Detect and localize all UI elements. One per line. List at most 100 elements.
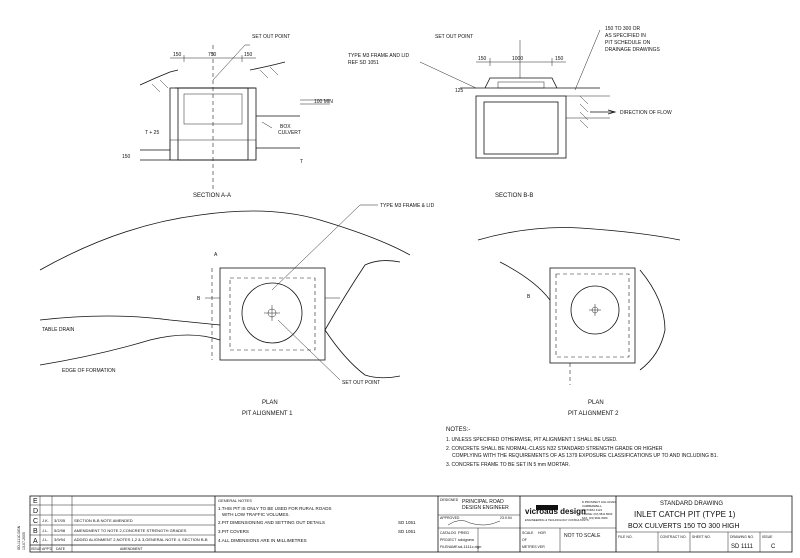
aa-dim-right: 150 bbox=[244, 52, 253, 58]
drawing-title-1: INLET CATCH PIT (TYPE 1) bbox=[634, 510, 736, 519]
approved-date: 23.9.94 bbox=[500, 516, 512, 520]
drawing-no-label: DRAWING NO. bbox=[730, 535, 754, 539]
sheet-no-label: SHEET NO. bbox=[692, 535, 711, 539]
rev-b-by: J.L. bbox=[42, 528, 48, 533]
rev-c-by: J.K. bbox=[42, 518, 49, 523]
bb-frame-note-1: TYPE M3 FRAME AND LID bbox=[348, 53, 410, 59]
address-5: FAX: (03) 9811 8000 bbox=[582, 516, 608, 520]
bb-pit-note-4: DRAINAGE DRAWINGS bbox=[605, 47, 660, 53]
catalog-label: CATALOG bbox=[440, 531, 456, 535]
bb-dim-left: 150 bbox=[478, 56, 487, 62]
scale-sub-3: METRES VER bbox=[522, 545, 545, 549]
designed-label: DESIGNED bbox=[440, 498, 459, 502]
aa-title: SECTION A-A bbox=[193, 193, 231, 199]
vicroads-logo: vicroads design bbox=[525, 507, 586, 516]
bb-pit-note-2: AS SPECIFIED IN bbox=[605, 33, 646, 39]
signature bbox=[447, 520, 501, 526]
rev-header-appd: APP'D bbox=[42, 547, 53, 551]
gn-heading: GENERAL NOTES bbox=[218, 498, 252, 503]
note-2-cont: COMPLYING WITH THE REQUIREMENTS OF AS 13… bbox=[452, 453, 718, 459]
plan1-set-out-point: SET OUT POINT bbox=[342, 380, 380, 386]
scale-label: SCALE bbox=[522, 531, 534, 535]
logo-sub: ENGINEERING & TECHNOLOGY CONSULTANTS bbox=[525, 518, 589, 522]
rev-e-issue: E bbox=[33, 498, 38, 505]
plan1-plan: PLAN bbox=[262, 400, 278, 406]
aa-culvert: CULVERT bbox=[278, 130, 301, 136]
rev-header-amendment: AMENDMENT bbox=[120, 547, 143, 551]
rev-c-desc: SECTION B-B NOTE AMENDED bbox=[74, 518, 133, 523]
aa-dim-100min: 100 MIN bbox=[314, 99, 333, 105]
designer-1: PRINCIPAL ROAD bbox=[462, 499, 504, 505]
rev-a-desc: ADDED ALIGNMENT 2,NOTES 1,2 & 3,GENERAL … bbox=[74, 537, 208, 542]
file-no-label: FILE NO. bbox=[618, 535, 633, 539]
gn-1: 1.THIS PIT IS ONLY TO BE USED FOR RURAL … bbox=[218, 506, 331, 511]
plan-1 bbox=[39, 204, 411, 381]
aa-dim-left: 150 bbox=[173, 52, 182, 58]
filename-label: FILENAME bbox=[440, 545, 458, 549]
notes-heading: NOTES:- bbox=[446, 427, 470, 433]
scale-sub-2: OF bbox=[522, 538, 527, 542]
aa-set-out-point: SET OUT POINT bbox=[252, 34, 290, 40]
aa-box: BOX bbox=[280, 124, 291, 130]
drawing-no: SD 1111 bbox=[731, 544, 754, 550]
gn-ref-1: SD 1051 bbox=[398, 520, 416, 525]
bb-pit-note-1: 150 TO 300 OR bbox=[605, 26, 641, 32]
rev-a-by: J.L. bbox=[42, 537, 48, 542]
std-drawing: STANDARD DRAWING bbox=[660, 501, 723, 507]
plan1-edge-formation: EDGE OF FORMATION bbox=[62, 368, 116, 374]
drawing-title-2: BOX CULVERTS 150 TO 300 HIGH bbox=[628, 523, 740, 530]
plan-2 bbox=[477, 227, 681, 385]
filename-val: sd-1111c.dgn bbox=[458, 544, 481, 549]
note-3: 3. CONCRETE FRAME TO BE SET IN 5 mm MORT… bbox=[446, 462, 570, 468]
section-aa bbox=[139, 44, 330, 190]
gn-3: 3.PIT COVERS bbox=[218, 529, 249, 534]
catalog-val: PRED bbox=[458, 530, 469, 535]
gn-2: 2.PIT DIMENSIONING AND SETTING OUT DETAI… bbox=[218, 520, 325, 525]
plan1-frame-label: TYPE M3 FRAME & LID bbox=[380, 203, 435, 209]
plan1-title: PIT ALIGNMENT 1 bbox=[242, 411, 293, 417]
plan2-plan: PLAN bbox=[588, 400, 604, 406]
rev-header-date: DATE bbox=[56, 547, 66, 551]
rev-b-date: 5/2/98 bbox=[54, 528, 66, 533]
bb-dim-right: 150 bbox=[555, 56, 564, 62]
rev-a-issue: A bbox=[33, 538, 38, 545]
side-date-text: 13-07-2005 bbox=[22, 532, 26, 550]
plan1-table-drain: TABLE DRAIN bbox=[42, 327, 75, 333]
plan2-sec-b: B bbox=[527, 294, 531, 300]
rev-b-issue: B bbox=[33, 528, 38, 535]
note-1: 1. UNLESS SPECIFIED OTHERWISE, PIT ALIGN… bbox=[446, 437, 618, 443]
address-4: PHONE: (03) 9811 8000 bbox=[582, 512, 613, 516]
address-2: CAMBERWELL, bbox=[582, 504, 603, 508]
gn-4: 4.ALL DIMENSIONS ARE IN MILLIMETRES bbox=[218, 538, 307, 543]
bb-title: SECTION B-B bbox=[495, 193, 533, 199]
aa-dim-150: 150 bbox=[122, 154, 131, 160]
drawing-issue: C bbox=[771, 544, 776, 550]
rev-c-issue: C bbox=[33, 518, 38, 525]
plan2-title: PIT ALIGNMENT 2 bbox=[568, 411, 619, 417]
rev-d-issue: D bbox=[33, 508, 38, 515]
bb-flow: DIRECTION OF FLOW bbox=[620, 110, 672, 116]
plan1-sec-a: A bbox=[214, 252, 218, 258]
aa-t-label: T bbox=[300, 159, 303, 165]
title-block bbox=[29, 495, 793, 553]
section-bb bbox=[419, 29, 617, 159]
bb-set-out-point: SET OUT POINT bbox=[435, 34, 473, 40]
bb-dim-125: 125 bbox=[455, 88, 464, 94]
bb-dim-mid: 1000 bbox=[512, 56, 523, 62]
rev-a-date: 3/9/94 bbox=[54, 537, 66, 542]
bb-frame-note-2: REF SD 1051 bbox=[348, 60, 379, 66]
project-label: PROJECT bbox=[440, 538, 457, 542]
project-val: sddgnew bbox=[458, 537, 474, 542]
rev-header-issue: ISSUE bbox=[31, 547, 42, 551]
aa-t-plus: T + 25 bbox=[145, 130, 159, 136]
note-2: 2. CONCRETE SHALL BE NORMAL-CLASS N32 ST… bbox=[446, 446, 663, 452]
gn-ref-2: SD 1051 bbox=[398, 529, 416, 534]
side-file-text: SD-1111C.DGN bbox=[17, 525, 21, 550]
approved-label: APPROVED bbox=[440, 516, 460, 520]
contract-no-label: CONTRACT NO. bbox=[660, 535, 687, 539]
address-1: D PROSPECT HILL ROAD, bbox=[582, 500, 617, 504]
designer-2: DESIGN ENGINEER bbox=[462, 505, 509, 511]
issue-label: ISSUE bbox=[762, 535, 773, 539]
address-3: VICTORIA 3124 bbox=[582, 508, 602, 512]
